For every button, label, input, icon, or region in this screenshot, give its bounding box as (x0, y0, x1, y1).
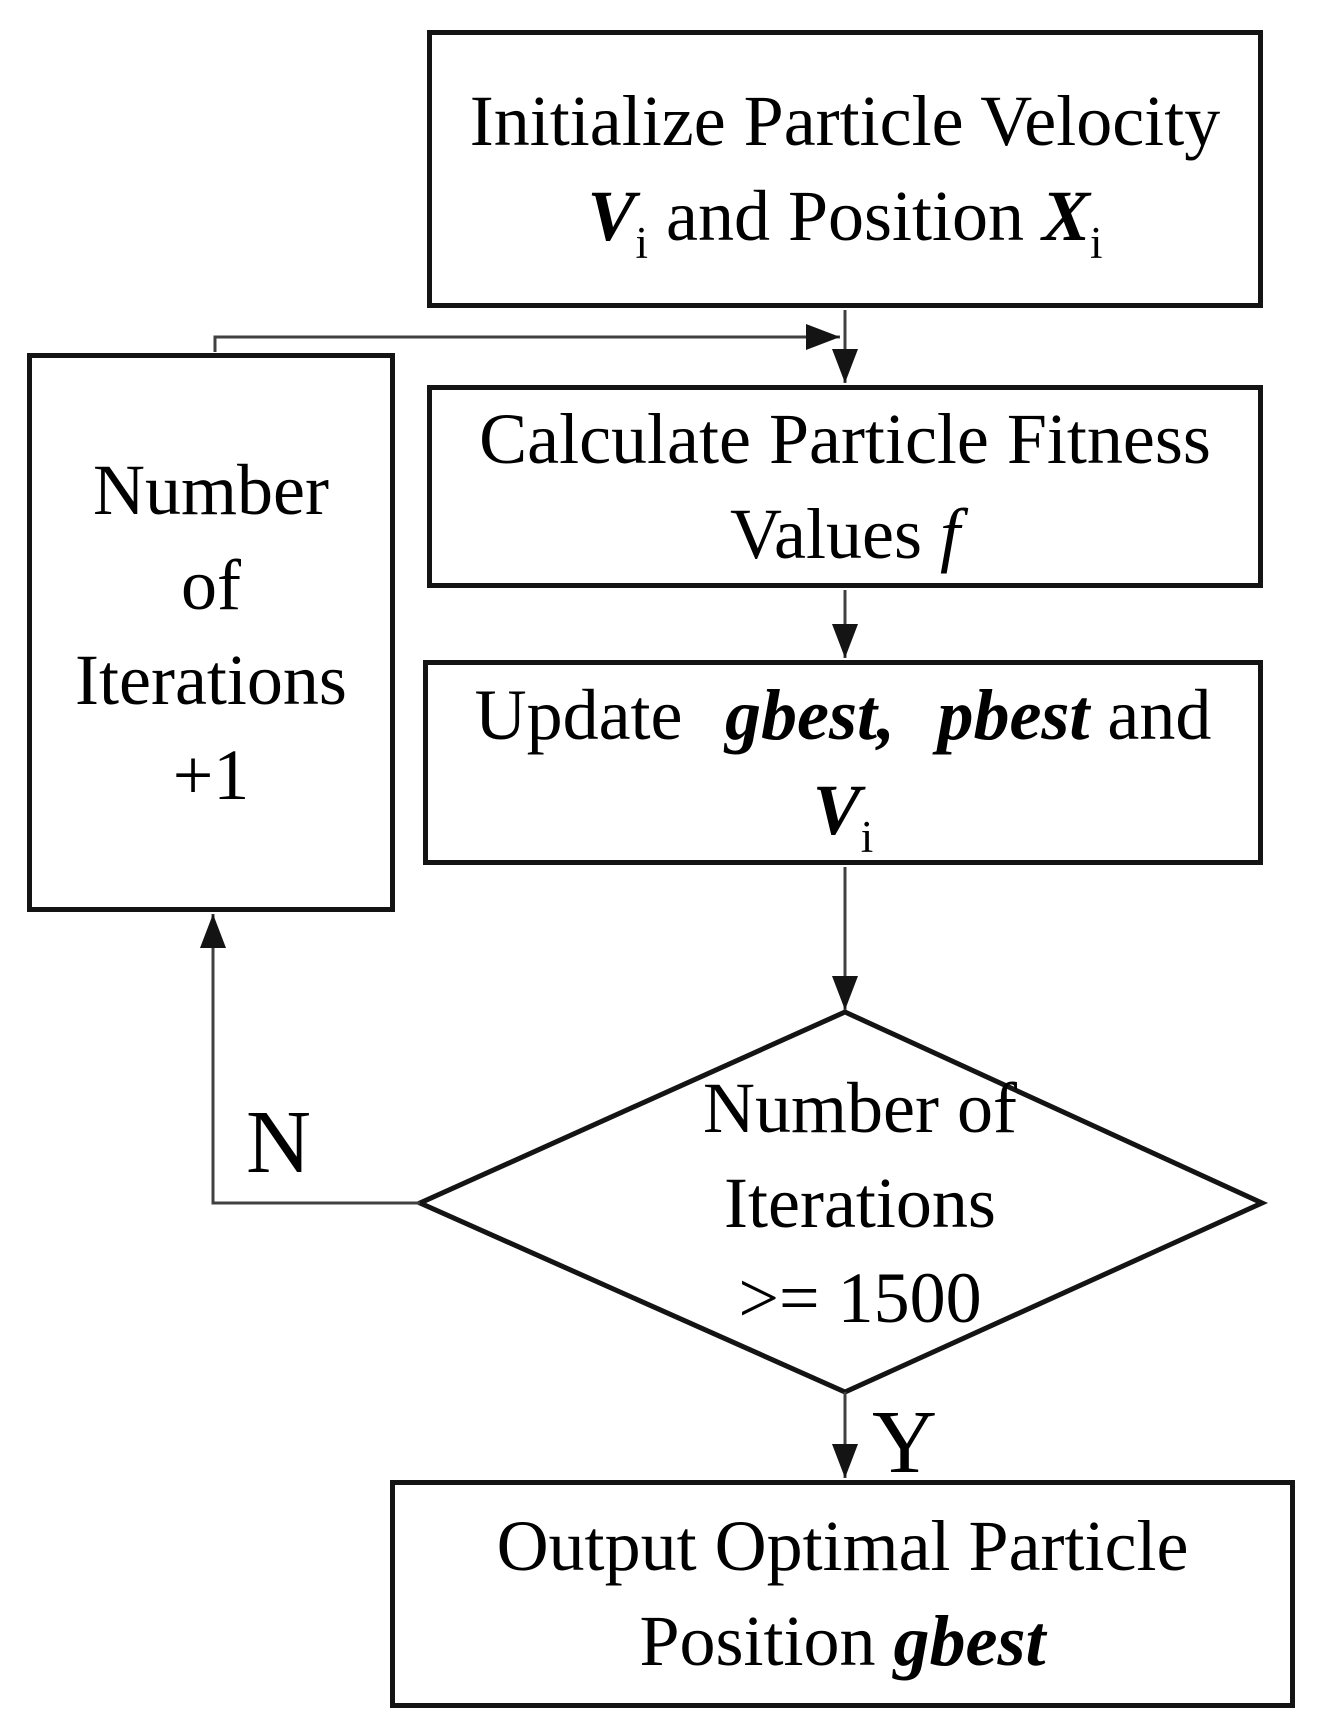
decision-line2: Iterations (724, 1156, 996, 1251)
node-decision: Number of Iterations >= 1500 (540, 1061, 1180, 1346)
calculate-text: Calculate Particle Fitness (479, 398, 1211, 479)
output-gbest-symbol: gbest (893, 1601, 1046, 1681)
fitness-symbol: f (939, 493, 960, 574)
decision-text2: Iterations (724, 1163, 996, 1243)
decision-text3: >= 1500 (738, 1258, 982, 1338)
node-output: Output Optimal Particle Position gbest (390, 1480, 1295, 1708)
iteration-counter-text1: Number (93, 449, 329, 530)
pbest-symbol: pbest (937, 674, 1090, 755)
iteration-counter-text3: Iterations (75, 639, 347, 720)
initialize-line1: Initialize Particle Velocity (470, 74, 1220, 169)
position-symbol: X (1042, 176, 1091, 256)
update-velocity-subscript: i (860, 811, 874, 862)
arrow-decision-no-to-iterate (200, 914, 420, 1205)
iteration-counter-line3: Iterations (75, 633, 347, 728)
update-line2: Vi (812, 763, 874, 860)
decision-text1: Number of (703, 1068, 1017, 1148)
output-line2: Position gbest (639, 1594, 1045, 1689)
update-velocity-symbol: V (812, 769, 861, 850)
decision-line1: Number of (703, 1061, 1017, 1156)
calculate-line2: Values f (730, 487, 960, 582)
initialize-text: Initialize Particle Velocity (469, 81, 1221, 161)
gbest-symbol: gbest, (724, 674, 895, 755)
values-label: Values (730, 493, 940, 574)
node-calculate: Calculate Particle Fitness Values f (427, 385, 1263, 588)
iteration-counter-line2: of (181, 538, 241, 633)
node-update: Update gbest, pbest and Vi (423, 660, 1263, 865)
update-conjunction: and (1107, 674, 1212, 755)
output-line1: Output Optimal Particle (497, 1499, 1189, 1594)
iteration-counter-text4: +1 (172, 734, 250, 815)
iteration-counter-line1: Number (93, 443, 329, 538)
node-initialize: Initialize Particle Velocity Vi and Posi… (427, 30, 1263, 308)
and-position-text: and Position (647, 176, 1043, 256)
iteration-counter-text2: of (181, 544, 241, 625)
label-yes-branch: Y (872, 1393, 937, 1492)
update-line1: Update gbest, pbest and (475, 668, 1212, 763)
velocity-symbol: V (587, 176, 636, 256)
velocity-subscript: i (635, 218, 648, 268)
update-verb: Update (474, 674, 683, 755)
decision-line3: >= 1500 (738, 1251, 981, 1346)
position-subscript: i (1090, 218, 1103, 268)
arrow-iterate-feedback (213, 324, 840, 352)
output-position-label: Position (639, 1601, 894, 1681)
iteration-counter-line4: +1 (173, 728, 250, 823)
node-iteration-counter: Number of Iterations +1 (27, 353, 395, 912)
output-text: Output Optimal Particle (496, 1506, 1189, 1586)
label-no-branch: N (246, 1093, 311, 1192)
calculate-line1: Calculate Particle Fitness (479, 392, 1211, 487)
initialize-line2: Vi and Position Xi (587, 169, 1102, 266)
